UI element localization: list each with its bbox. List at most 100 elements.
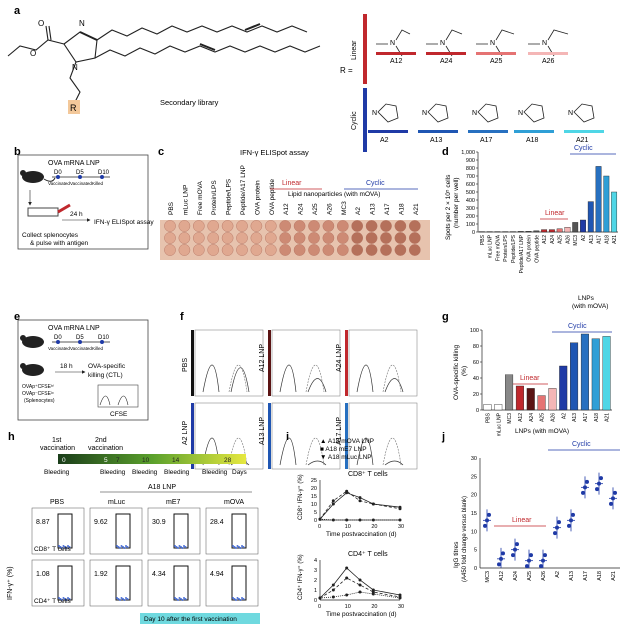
data-point	[525, 564, 529, 569]
data-point	[539, 564, 543, 569]
y-tick-label: 15	[471, 511, 477, 517]
x-tick-label: MC3	[485, 571, 491, 583]
flow-event	[119, 547, 121, 549]
j-ylabel-2: (A450 fold change versus blank)	[462, 496, 468, 582]
data-point	[497, 562, 501, 567]
h-ylabel: IFN-γ⁺ (%)	[7, 566, 14, 600]
bar	[602, 336, 611, 411]
x-tick-label: A26	[550, 413, 556, 422]
histogram-label: A17 LNP	[336, 417, 343, 445]
flow-event	[236, 545, 239, 547]
mouse-icon	[20, 335, 44, 348]
cyclic-group-bar	[363, 88, 367, 152]
elispot-column-label: A25	[312, 203, 319, 215]
y-tick-label: 100	[470, 328, 479, 334]
elispot-column-label: OVA peptide	[269, 179, 276, 215]
elispot-well	[250, 244, 263, 256]
elispot-well	[351, 232, 364, 244]
flow-event	[117, 546, 120, 548]
amine-label-a25: A25	[490, 58, 503, 65]
c-title: IFN-γ ELISpot assay	[240, 148, 309, 157]
elispot-well	[365, 244, 378, 256]
x-tick-label: 10	[345, 604, 351, 610]
data-point	[571, 512, 575, 517]
flow-event	[175, 598, 178, 600]
amine-label-a2: A2	[380, 137, 389, 144]
amine-color-bar	[528, 52, 568, 55]
histogram-peak	[384, 378, 404, 393]
bar	[556, 228, 563, 233]
flow-event	[184, 598, 187, 600]
histogram-reference	[305, 438, 325, 466]
h-footer-box	[140, 613, 260, 624]
flow-event	[62, 545, 65, 547]
flow-event	[64, 598, 66, 600]
e-time: 18 h	[60, 363, 73, 370]
series-point	[331, 502, 335, 506]
timeline-event: Vaccinated	[48, 346, 70, 351]
elispot-well	[279, 220, 292, 232]
histogram-color-bar	[268, 330, 271, 396]
flow-event	[67, 597, 69, 599]
bar	[526, 388, 535, 411]
bleeding-label: Bleeding	[100, 469, 126, 476]
data-point	[529, 553, 533, 558]
bleeding-label: Bleeding	[164, 469, 190, 476]
h-vac1a: 1st	[52, 437, 61, 444]
panel-a-letter: a	[14, 5, 21, 17]
flow-event	[235, 547, 237, 549]
chemical-structure	[7, 23, 321, 105]
histogram-peak	[356, 364, 374, 393]
legend-entry: ▼ A18 mLuc LNP	[320, 454, 372, 461]
ring-structure	[427, 103, 449, 123]
x-tick-label: mLuc LNP	[496, 412, 502, 436]
panel-h-letter: h	[8, 431, 15, 443]
x-tick-label: A2	[561, 413, 567, 419]
amine-n-atom: N	[518, 110, 523, 117]
data-point	[599, 476, 603, 481]
data-point	[483, 523, 487, 528]
panel-b-letter: b	[14, 146, 21, 158]
timeline-dot	[78, 175, 82, 179]
histogram-color-bar	[268, 403, 271, 469]
elispot-column-label: OVA protein	[254, 180, 261, 215]
amine-label-a18: A18	[526, 137, 539, 144]
elispot-well	[308, 220, 320, 232]
timeline-day: 7	[116, 457, 120, 464]
flow-event	[125, 597, 127, 599]
x-tick-label: Peptide/LPS	[511, 234, 517, 262]
flow-event	[68, 546, 71, 548]
data-point	[569, 518, 573, 523]
d-ylabel-1: Spots per 2 × 10⁵ cells	[445, 174, 452, 240]
flow-event	[123, 547, 126, 549]
r-substituent: R	[70, 103, 77, 113]
data-point	[541, 558, 545, 563]
e-title: OVA mRNA LNP	[48, 325, 100, 332]
amine-n-atom: N	[390, 40, 395, 47]
flow-event	[117, 598, 120, 600]
bar	[494, 404, 503, 411]
syringe-icon	[27, 203, 71, 217]
amine-n-atom: N	[568, 110, 573, 117]
y-tick-label: 40	[473, 376, 479, 382]
x-tick-label: A2	[555, 571, 561, 578]
elispot-well	[365, 220, 378, 232]
histogram-peak	[356, 437, 374, 466]
flow-event	[59, 598, 62, 600]
elispot-well	[207, 220, 219, 232]
flow-event	[125, 545, 127, 547]
x-tick-label: A25	[558, 235, 564, 244]
bar	[505, 374, 514, 411]
x-tick-label: Protein/LPS	[503, 234, 509, 261]
o-atom-label: O	[38, 19, 44, 28]
elispot-column-label: Protein/LPS	[211, 180, 218, 215]
flow-event	[120, 545, 123, 547]
elispot-well	[236, 244, 248, 256]
x-tick-label: Free mOVA	[495, 234, 501, 261]
linear-group-label: Linear	[351, 40, 358, 60]
bleeding-label: Bleeding	[44, 469, 70, 476]
ring-structure	[523, 103, 545, 123]
h-vac2a: 2nd	[95, 437, 107, 444]
